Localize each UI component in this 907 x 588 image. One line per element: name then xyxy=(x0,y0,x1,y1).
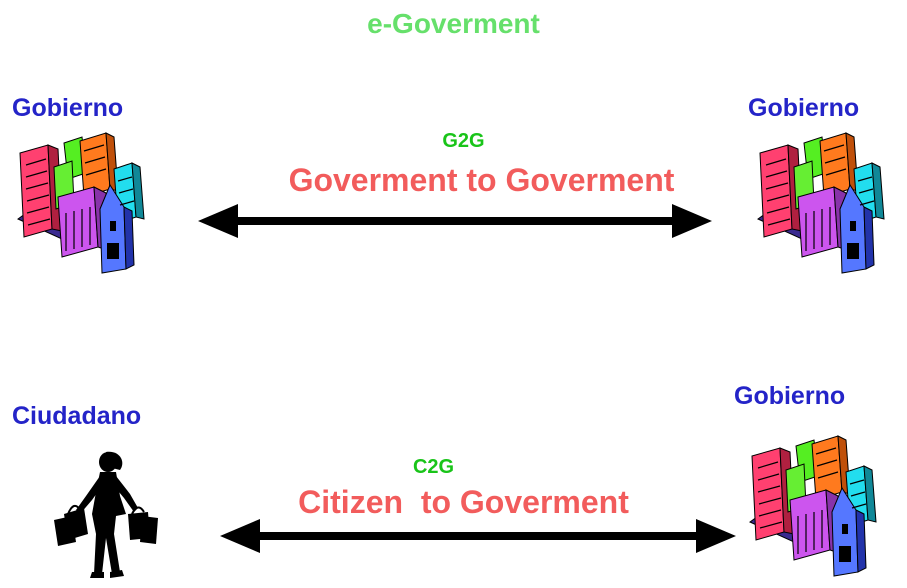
actor-label-left-row2: Ciudadano xyxy=(12,402,142,430)
relation-description-g2g: Goverment to Goverment xyxy=(288,162,675,198)
city-buildings-icon xyxy=(757,132,885,274)
city-buildings-icon xyxy=(17,132,145,274)
actor-label-right-row2: Gobierno xyxy=(734,382,846,410)
double-arrow-c2g xyxy=(220,519,736,553)
relation-code-g2g: G2G xyxy=(442,130,485,152)
diagram-title: e-Goverment xyxy=(367,8,540,39)
relation-code-c2g: C2G xyxy=(412,456,455,478)
actor-label-left-row1: Gobierno xyxy=(12,94,124,122)
relation-description-c2g: Citizen to Goverment xyxy=(298,484,629,520)
actor-label-right-row1: Gobierno xyxy=(748,94,860,122)
double-arrow-g2g xyxy=(198,204,712,238)
